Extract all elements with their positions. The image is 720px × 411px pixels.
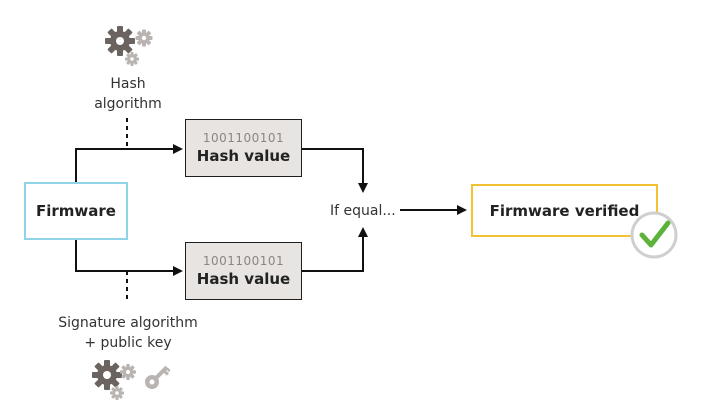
firmware-verified-label: Firmware verified — [489, 201, 640, 220]
hash-value-box-top: 1001100101 Hash value — [185, 119, 302, 177]
signature-line1: Signature algorithm — [58, 315, 198, 331]
hash-bits-bottom: 1001100101 — [202, 253, 285, 268]
if-equal-label: If equal... — [330, 203, 396, 219]
signature-line2: + public key — [84, 335, 172, 351]
gears-key-icon-signature — [92, 360, 170, 400]
gear-icon — [105, 26, 135, 56]
hash-algorithm-line2: algorithm — [94, 96, 162, 112]
signature-algorithm-label: Signature algorithm + public key — [38, 313, 218, 353]
arrow-top-hash-to-compare — [302, 148, 368, 193]
hash-value-label-top: Hash value — [196, 146, 291, 165]
gear-icon — [125, 52, 139, 66]
arrow-firmware-to-bottom-hash — [75, 240, 183, 276]
gear-icon — [120, 364, 136, 380]
arrow-firmware-to-top-hash — [75, 144, 183, 182]
checkmark-icon — [630, 211, 678, 259]
hash-algorithm-label: Hash algorithm — [78, 74, 178, 114]
gears-icon-hash — [105, 26, 153, 66]
gear-icon — [135, 29, 153, 47]
hash-value-box-bottom: 1001100101 Hash value — [185, 242, 302, 300]
firmware-box: Firmware — [24, 182, 128, 240]
key-icon — [145, 365, 170, 389]
gear-icon — [92, 360, 122, 390]
hash-value-label-bottom: Hash value — [196, 269, 291, 288]
hash-bits-top: 1001100101 — [202, 130, 285, 145]
firmware-verified-box: Firmware verified — [471, 184, 658, 237]
firmware-label: Firmware — [36, 202, 116, 220]
arrow-bottom-hash-to-compare — [302, 227, 368, 272]
gear-icon — [110, 386, 124, 400]
hash-algorithm-line1: Hash — [110, 76, 146, 92]
